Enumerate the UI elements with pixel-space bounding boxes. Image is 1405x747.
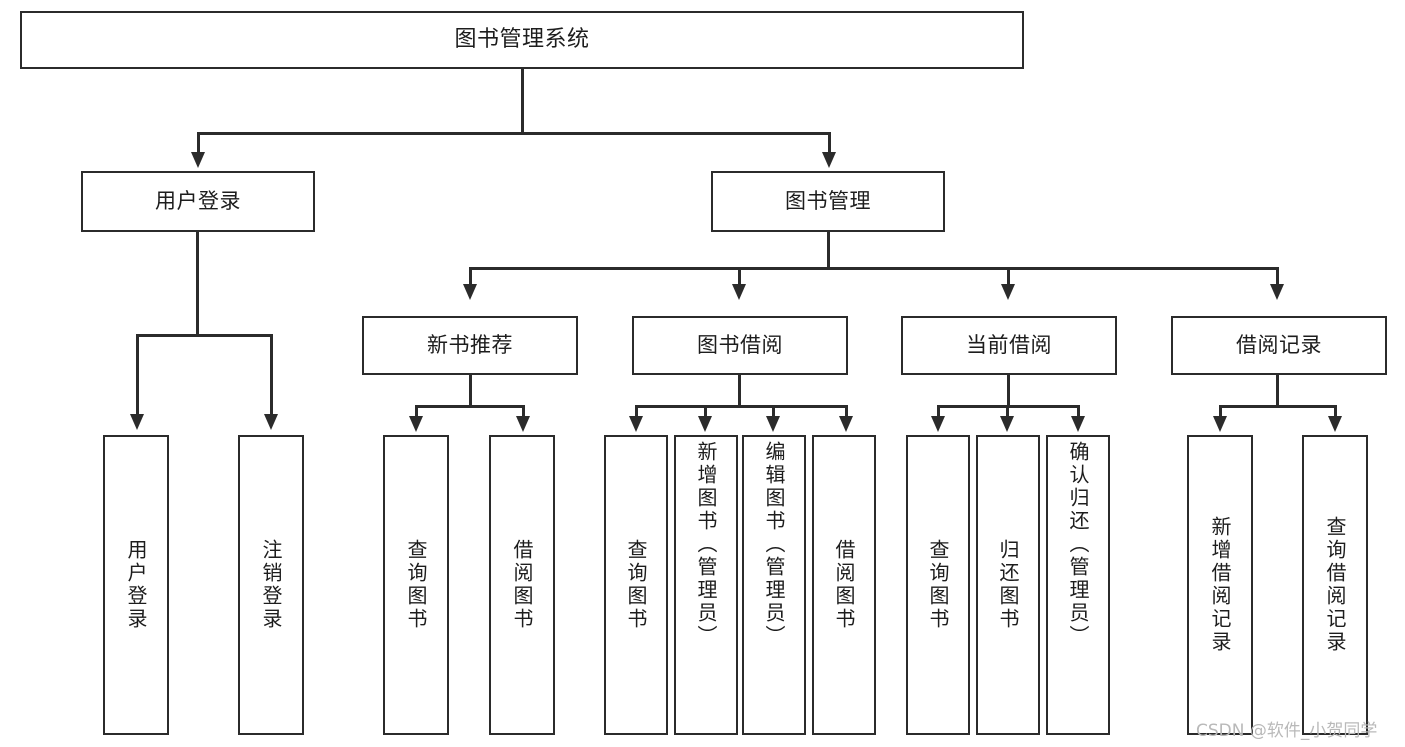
- node-label: 图书借阅: [697, 333, 783, 358]
- node-label: 新书推荐: [427, 333, 513, 358]
- node-label: 查询图书: [624, 539, 648, 631]
- arrow-bb-to-leaf-1: [629, 416, 643, 432]
- connector-br-to-leaf-1: [1219, 405, 1222, 419]
- connector-bb-to-leaf-2: [704, 405, 707, 419]
- node-root-book-management-system[interactable]: 图书管理系统: [20, 11, 1024, 69]
- node-borrow-record[interactable]: 借阅记录: [1171, 316, 1387, 375]
- arrow-bm-to-borrow-record: [1270, 284, 1284, 300]
- leaf-query-book-borrow[interactable]: 查询图书: [604, 435, 668, 735]
- node-label: 图书管理系统: [454, 27, 590, 53]
- node-label: 借阅图书: [510, 539, 534, 631]
- connector-user-login-to-leaf-1: [136, 334, 139, 418]
- arrow-user-login-to-leaf-2: [264, 414, 278, 430]
- connector-cb-to-leaf-1: [937, 405, 940, 419]
- arrow-root-to-user-login: [191, 152, 205, 168]
- node-label: 用户登录: [155, 189, 241, 214]
- arrow-cb-to-leaf-2: [1000, 416, 1014, 432]
- connector-root-to-book-management: [828, 132, 831, 156]
- leaf-add-borrow-record[interactable]: 新增借阅记录: [1187, 435, 1253, 735]
- connector-new-book-recommend-stem: [469, 375, 472, 408]
- leaf-add-book-admin[interactable]: 新增图书（管理员）: [674, 435, 738, 735]
- node-label: 图书管理: [785, 189, 871, 214]
- arrow-cb-to-leaf-3: [1071, 416, 1085, 432]
- arrow-user-login-to-leaf-1: [130, 414, 144, 430]
- node-current-borrow[interactable]: 当前借阅: [901, 316, 1117, 375]
- connector-book-borrow-stem: [738, 375, 741, 408]
- connector-user-login-to-leaf-2: [270, 334, 273, 418]
- connector-root-split-bar: [197, 132, 831, 135]
- node-label: 借阅记录: [1236, 333, 1322, 358]
- connector-cb-to-leaf-2: [1006, 405, 1009, 419]
- node-label: 查询借阅记录: [1323, 516, 1347, 654]
- arrow-cb-to-leaf-1: [931, 416, 945, 432]
- node-label: 新增借阅记录: [1208, 516, 1232, 654]
- arrow-br-to-leaf-2: [1328, 416, 1342, 432]
- arrow-br-to-leaf-1: [1213, 416, 1227, 432]
- connector-user-login-stem: [196, 232, 199, 337]
- arrow-root-to-book-management: [822, 152, 836, 168]
- arrow-bm-to-book-borrow: [732, 284, 746, 300]
- connector-root-stem: [521, 69, 524, 134]
- connector-book-borrow-split-bar: [635, 405, 848, 408]
- connector-borrow-record-split-bar: [1219, 405, 1337, 408]
- node-label: 编辑图书（管理员）: [762, 441, 786, 648]
- leaf-query-book-current[interactable]: 查询图书: [906, 435, 970, 735]
- node-label: 查询图书: [926, 539, 950, 631]
- arrow-bm-to-current-borrow: [1001, 284, 1015, 300]
- connector-book-management-stem: [827, 232, 830, 270]
- leaf-user-login[interactable]: 用户登录: [103, 435, 169, 735]
- node-label: 确认归还（管理员）: [1066, 441, 1090, 648]
- node-label: 查询图书: [404, 539, 428, 631]
- node-label: 注销登录: [259, 539, 283, 631]
- csdn-watermark: CSDN @软件_小贺同学: [1196, 721, 1378, 741]
- arrow-bm-to-new-book-recommend: [463, 284, 477, 300]
- connector-book-management-split-bar: [469, 267, 1279, 270]
- connector-bm-to-book-borrow: [738, 267, 741, 287]
- connector-bm-to-borrow-record: [1276, 267, 1279, 287]
- arrow-nbr-to-leaf-2: [516, 416, 530, 432]
- leaf-query-book-new-recommend[interactable]: 查询图书: [383, 435, 449, 735]
- connector-bb-to-leaf-1: [635, 405, 638, 419]
- arrow-bb-to-leaf-3: [766, 416, 780, 432]
- node-label: 归还图书: [996, 539, 1020, 631]
- leaf-borrow-book-new-recommend[interactable]: 借阅图书: [489, 435, 555, 735]
- connector-bb-to-leaf-4: [845, 405, 848, 419]
- connector-bm-to-current-borrow: [1007, 267, 1010, 287]
- arrow-bb-to-leaf-4: [839, 416, 853, 432]
- leaf-logout-login[interactable]: 注销登录: [238, 435, 304, 735]
- node-label: 用户登录: [124, 539, 148, 631]
- leaf-query-borrow-record[interactable]: 查询借阅记录: [1302, 435, 1368, 735]
- node-label: 当前借阅: [966, 333, 1052, 358]
- arrow-bb-to-leaf-2: [698, 416, 712, 432]
- node-new-book-recommend[interactable]: 新书推荐: [362, 316, 578, 375]
- node-user-login[interactable]: 用户登录: [81, 171, 315, 232]
- connector-cb-to-leaf-3: [1077, 405, 1080, 419]
- connector-root-to-user-login: [197, 132, 200, 156]
- connector-br-to-leaf-2: [1334, 405, 1337, 419]
- connector-nbr-to-leaf-2: [522, 405, 525, 419]
- leaf-confirm-return-admin[interactable]: 确认归还（管理员）: [1046, 435, 1110, 735]
- connector-bm-to-new-book-recommend: [469, 267, 472, 287]
- node-book-management[interactable]: 图书管理: [711, 171, 945, 232]
- connector-nbr-to-leaf-1: [415, 405, 418, 419]
- connector-current-borrow-stem: [1007, 375, 1010, 408]
- node-label: 新增图书（管理员）: [694, 441, 718, 648]
- leaf-edit-book-admin[interactable]: 编辑图书（管理员）: [742, 435, 806, 735]
- leaf-borrow-book-borrow[interactable]: 借阅图书: [812, 435, 876, 735]
- connector-new-book-recommend-split-bar: [415, 405, 525, 408]
- node-book-borrow[interactable]: 图书借阅: [632, 316, 848, 375]
- leaf-return-book[interactable]: 归还图书: [976, 435, 1040, 735]
- connector-borrow-record-stem: [1276, 375, 1279, 408]
- connector-bb-to-leaf-3: [772, 405, 775, 419]
- arrow-nbr-to-leaf-1: [409, 416, 423, 432]
- connector-user-login-split-bar: [136, 334, 273, 337]
- node-label: 借阅图书: [832, 539, 856, 631]
